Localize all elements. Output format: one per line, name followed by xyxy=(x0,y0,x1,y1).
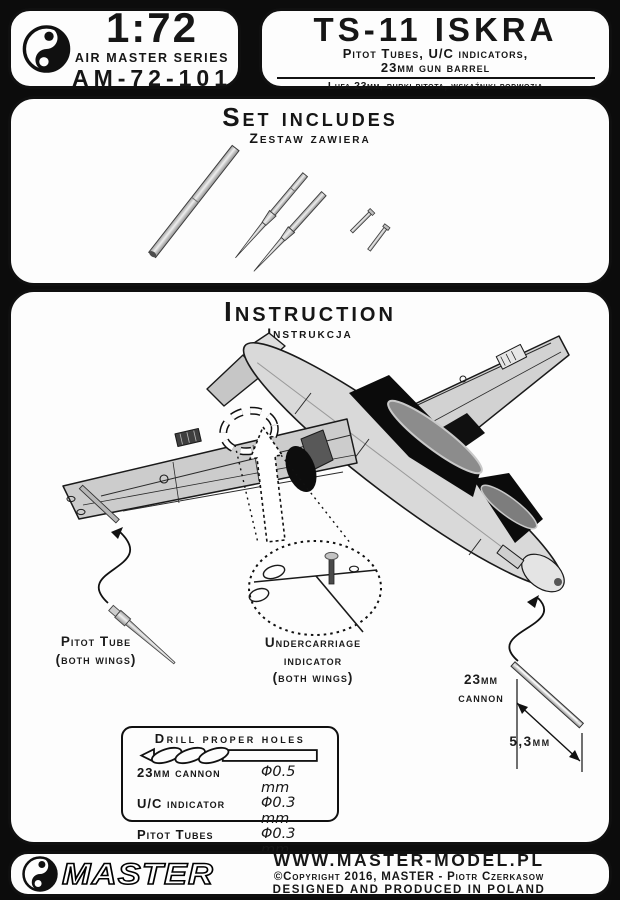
drill-row: 23mm cannon Φ0.5 mm xyxy=(137,764,296,796)
cannon-pointer-arrow xyxy=(508,597,546,662)
scale-label: 1:72 xyxy=(105,4,198,52)
master-swirl-logo-icon xyxy=(22,24,71,73)
cannon-barrel-part xyxy=(510,661,585,729)
header-title-box: TS-11 ISKRA Pitot Tubes, U/C indicators,… xyxy=(259,8,612,93)
part-gun-barrel-icon xyxy=(148,144,240,259)
drill-row: U/C indicator Φ0.3 mm xyxy=(137,795,296,827)
pitot-tube-part xyxy=(108,604,176,665)
instruction-heading-polish: Instrukcja xyxy=(267,325,353,342)
instruction-panel: Instruction Instrukcja xyxy=(8,289,612,857)
brass-parts-illustration xyxy=(148,144,391,272)
subtitle-polish: Lufa 23mm, rurki pitota, wskaźniki podwo… xyxy=(327,80,544,93)
drill-bit-icon xyxy=(139,746,318,765)
uc-indicator-pointer-arrow xyxy=(248,425,286,543)
cannon-arrowhead-icon xyxy=(527,595,539,608)
pitot-pointer-arrow xyxy=(98,531,131,604)
series-label: AIR MASTER SERIES xyxy=(74,51,230,66)
subtitle-english-1: Pitot Tubes, U/C indicators, xyxy=(342,45,529,61)
detail-connector-line xyxy=(269,440,352,545)
website-url: WWW.MASTER-MODEL.PL xyxy=(273,850,545,871)
svg-text:MASTER: MASTER xyxy=(62,858,214,891)
uc-indicator-label: Undercarriage indicator (both wings) xyxy=(264,635,362,686)
product-title: TS-11 ISKRA xyxy=(313,11,558,48)
instruction-heading: Instruction xyxy=(224,296,396,327)
part-uc-indicator-icon xyxy=(349,207,376,234)
product-code: AM-72-101 xyxy=(71,64,232,91)
part-pitot-tube-icon xyxy=(253,190,327,272)
uc-indicator-location-highlight xyxy=(219,406,279,456)
master-swirl-logo-icon xyxy=(22,856,58,892)
drill-holes-table: Drill proper holes 23mm cannon Φ0.5 mm U… xyxy=(121,726,339,857)
pitot-tube-installed xyxy=(78,484,120,524)
aircraft-drawing xyxy=(62,332,570,593)
subtitle-divider xyxy=(276,77,595,80)
set-includes-heading-polish: Zestaw zawiera xyxy=(249,130,371,147)
header-brand-box: 1:72 AIR MASTER SERIES AM-72-101 xyxy=(8,4,241,91)
drill-table-heading: Drill proper holes xyxy=(154,731,306,746)
aircraft-instruction-illustration xyxy=(62,332,585,772)
copyright-line: ©Copyright 2016, MASTER - Piotr Czerkaso… xyxy=(273,870,545,883)
origin-line: DESIGNED AND PRODUCED IN POLAND xyxy=(272,883,546,896)
pitot-arrowhead-icon xyxy=(111,527,123,539)
set-includes-panel: Set includes Zestaw zawiera xyxy=(8,96,612,286)
master-wordmark: MASTER xyxy=(61,857,214,892)
cannon-label: 23mm cannon xyxy=(458,672,504,705)
pitot-tube-label: Pitot Tube (both wings) xyxy=(55,634,137,667)
part-pitot-tube-icon xyxy=(235,172,309,259)
footer-bar: MASTER WWW.MASTER-MODEL.PL ©Copyright 20… xyxy=(8,851,612,897)
part-uc-indicator-icon xyxy=(367,223,391,252)
length-dimension xyxy=(516,679,583,772)
uc-indicator-detail-circle xyxy=(248,540,382,636)
cannon-length-dimension-label: 5,3mm xyxy=(509,734,551,749)
set-includes-heading: Set includes xyxy=(222,102,398,132)
subtitle-english-2: 23mm gun barrel xyxy=(380,59,491,75)
